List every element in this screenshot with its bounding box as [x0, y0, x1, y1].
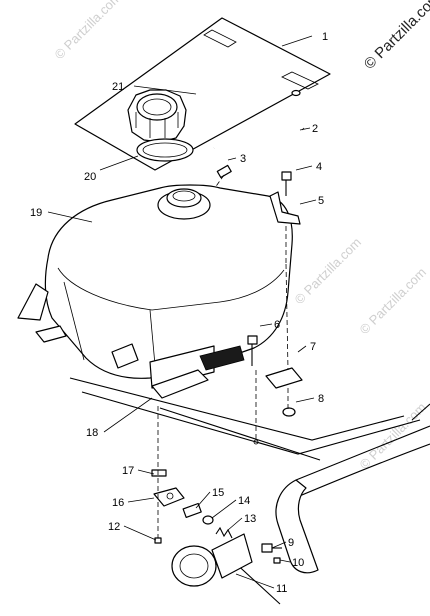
callout-17: 17	[122, 465, 134, 477]
callout-19: 19	[30, 207, 42, 219]
callout-11: 11	[276, 583, 287, 595]
watermark-top-left: © Partzilla.com	[52, 0, 125, 62]
callout-6: 6	[274, 319, 280, 331]
spring-part-13	[215, 526, 233, 539]
callout-13: 13	[244, 513, 256, 525]
washer-part-14	[202, 515, 214, 525]
watermark-bottom-right: © Partzilla.com	[357, 400, 430, 473]
frame-rails	[69, 377, 430, 605]
bolt-part-6	[247, 335, 258, 366]
cap-tether-part-20	[136, 138, 194, 162]
callout-9: 9	[288, 537, 294, 549]
latch-plate-part-16	[153, 487, 185, 507]
fuel-tank-part-19	[17, 184, 293, 389]
watermark-mid-right: © Partzilla.com	[292, 235, 365, 308]
callout-21: 21	[112, 81, 124, 93]
screw-part-12	[154, 537, 162, 544]
callout-14: 14	[238, 495, 250, 507]
callout-20: 20	[84, 171, 96, 183]
callout-16: 16	[112, 497, 124, 509]
nut-part-10	[273, 557, 281, 564]
leader-lines	[47, 35, 317, 589]
callout-labels: 1 2 3 4 5 6 7 8 9 10 11 12 13 14 15 16 1…	[30, 31, 328, 595]
vent-hose-part-2	[212, 89, 301, 150]
mount-bracket-part-11	[171, 533, 253, 587]
callout-1: 1	[322, 31, 328, 43]
callout-2: 2	[312, 123, 318, 135]
callout-12: 12	[108, 521, 120, 533]
callout-5: 5	[318, 195, 324, 207]
callout-4: 4	[316, 161, 322, 173]
watermark-right: © Partzilla.com	[357, 265, 430, 338]
bolt-part-4	[281, 171, 292, 196]
callout-7: 7	[310, 341, 316, 353]
grommet-part-8	[282, 388, 296, 417]
callout-8: 8	[318, 393, 324, 405]
callout-3: 3	[240, 153, 246, 165]
fuel-cap-part-21	[127, 89, 187, 143]
callout-18: 18	[86, 427, 98, 439]
watermark-corner: © Partzilla.com	[361, 0, 430, 73]
bracket-part-5	[269, 191, 301, 264]
mount-hole	[253, 439, 259, 445]
bracket-part-7	[265, 263, 303, 389]
callout-15: 15	[212, 487, 224, 499]
callout-10: 10	[292, 557, 304, 569]
tank-pad-part-18	[151, 345, 245, 399]
latch-part-17	[151, 469, 167, 477]
